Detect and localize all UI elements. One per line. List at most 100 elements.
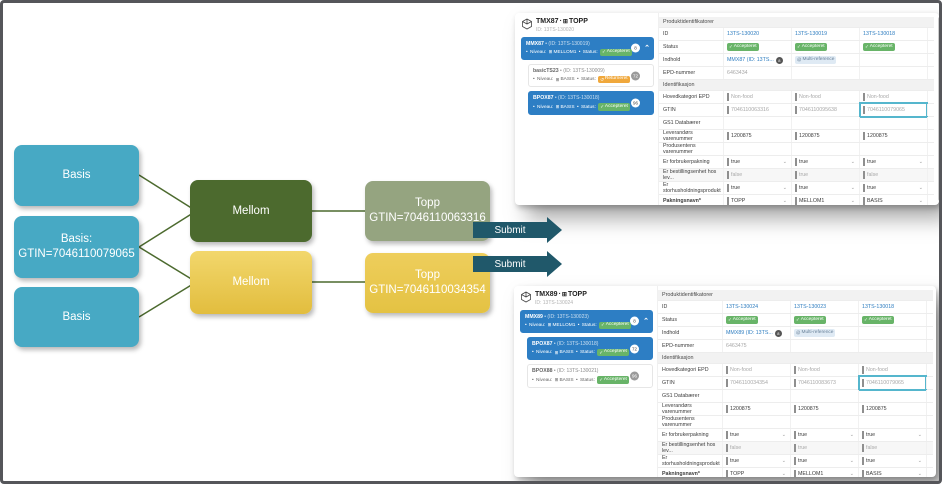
sidebar-item-meta: • Niveau: ⊞BASIS • Status: ↺Returneret — [533, 75, 633, 84]
value-input[interactable]: 7046110083673 — [794, 379, 855, 387]
value-select[interactable]: true⌄ — [795, 158, 856, 166]
table-cell: 1200875 — [858, 403, 926, 415]
value-input[interactable]: 7046110095638 — [795, 106, 856, 114]
chevron-up-icon[interactable]: ⌃ — [643, 318, 649, 326]
value-select[interactable]: true⌄ — [794, 457, 855, 465]
value-input[interactable]: false — [863, 171, 924, 179]
value-select[interactable]: true⌄ — [863, 184, 924, 192]
table-cell: true⌄ — [723, 182, 791, 194]
check-icon: ✓ — [599, 349, 603, 355]
value-select[interactable]: BASIS⌄ — [862, 470, 923, 477]
value-input[interactable]: 7046110079065 — [858, 375, 927, 391]
row-label: Indhold — [663, 57, 681, 63]
value-input[interactable]: 1200875 — [795, 132, 856, 140]
check-icon: ✓ — [599, 377, 603, 383]
row-label: Leverandørs varenummer — [662, 403, 692, 415]
product-title-row: TMX89·⊞TOPP — [535, 291, 587, 298]
bullet: • — [575, 377, 579, 383]
sidebar-items: MMX89 • (ID: 13TS-130023)• Niveau: ⊞MELL… — [520, 309, 653, 388]
caret-down-icon: ⌄ — [849, 471, 854, 477]
sidebar-item[interactable]: basicTS23 • (ID: 13TS-130009)• Niveau: ⊞… — [528, 63, 654, 88]
value-input[interactable]: 1200875 — [726, 405, 787, 413]
box-gtin: GTIN=7046110034354 — [369, 284, 486, 296]
value-select[interactable]: true⌄ — [726, 431, 787, 439]
id-link[interactable]: 13TS-130018 — [863, 31, 896, 37]
value-text: 7046110079065 — [867, 107, 905, 113]
table-cell — [859, 54, 927, 66]
sidebar-item-name: MMX89 — [525, 313, 543, 320]
row-label: Produsentens varenummer — [663, 143, 696, 155]
value-input[interactable]: false — [727, 171, 788, 179]
table-cell: Non-food — [858, 364, 926, 376]
id-link[interactable]: 13TS-130019 — [795, 31, 828, 37]
value-input[interactable]: 7046110079065 — [859, 102, 928, 118]
value-input[interactable]: 7046110034354 — [726, 379, 787, 387]
value-input[interactable]: Non-food — [863, 93, 924, 101]
value-select[interactable]: MELLOM1⌄ — [794, 470, 855, 477]
value-select[interactable]: true⌄ — [862, 457, 923, 465]
content-link[interactable]: MMX87 (ID: 13TS... — [727, 57, 774, 63]
value-input[interactable]: 1200875 — [794, 405, 855, 413]
value-input[interactable]: true — [794, 444, 855, 452]
status-label: Status: — [579, 377, 597, 383]
value-input[interactable]: Non-food — [794, 366, 855, 374]
value-input[interactable]: Non-food — [727, 93, 788, 101]
id-link[interactable]: 13TS-130018 — [862, 304, 895, 310]
sidebar-item[interactable]: BPOX87 • (ID: 13TS-130018)• Niveau: ⊞BAS… — [527, 336, 653, 361]
sidebar-item-name: BPOX88 — [532, 368, 553, 375]
id-link[interactable]: 13TS-130024 — [726, 304, 759, 310]
check-icon: ✓ — [865, 44, 869, 50]
value-input[interactable]: Non-food — [862, 366, 923, 374]
status-text: Accepteret — [604, 103, 628, 109]
value-select[interactable]: MELLOM1⌄ — [795, 197, 856, 205]
sidebar-item[interactable]: BPOX87 • (ID: 13TS-130018)• Niveau: ⊞BAS… — [528, 91, 654, 115]
box-label: Basis — [62, 169, 91, 182]
table-cell: true⌄ — [791, 182, 859, 194]
table-cell: true — [790, 442, 858, 454]
value-select[interactable]: BASIS⌄ — [863, 197, 924, 205]
value-input[interactable]: 1200875 — [862, 405, 923, 413]
basis-box-3: Basis — [14, 287, 139, 347]
value-input[interactable]: 1200875 — [727, 132, 788, 140]
sidebar-item[interactable]: BPOX88 • (ID: 13TS-130021)• Niveau: ⊞BAS… — [527, 364, 653, 388]
table-cell-extra — [926, 403, 933, 415]
chevron-up-icon[interactable]: ⌃ — [644, 45, 650, 53]
row-label: GS1 Databærer — [663, 120, 701, 126]
value-select[interactable]: TOPP⌄ — [727, 197, 788, 205]
id-link[interactable]: 13TS-130020 — [727, 31, 760, 37]
value-input[interactable]: 1200875 — [863, 132, 924, 140]
value-select[interactable]: true⌄ — [727, 184, 788, 192]
value-select[interactable]: true⌄ — [863, 158, 924, 166]
sidebar-item[interactable]: MMX89 • (ID: 13TS-130023)• Niveau: ⊞MELL… — [520, 309, 653, 333]
value-select[interactable]: true⌄ — [726, 457, 787, 465]
value-select[interactable]: true⌄ — [727, 158, 788, 166]
value-input[interactable]: Non-food — [795, 93, 856, 101]
status-text: Accepteret — [801, 43, 825, 49]
value-select[interactable]: TOPP⌄ — [726, 470, 787, 477]
id-link[interactable]: 13TS-130023 — [794, 304, 827, 310]
value-input[interactable]: true — [795, 171, 856, 179]
vertical-scrollbar[interactable] — [938, 17, 939, 201]
count-badge: 8 — [631, 43, 640, 53]
table-cell: 13TS-130024 — [722, 301, 790, 313]
value-text: 1200875 — [799, 133, 820, 139]
table-cell: Non-food — [791, 91, 859, 103]
table-cell: ✓Accepteret — [791, 41, 859, 53]
value-select[interactable]: true⌄ — [794, 431, 855, 439]
status-chip: ✓Accepteret — [863, 43, 895, 51]
value-select[interactable]: true⌄ — [862, 431, 923, 439]
sidebar-item[interactable]: MMX87 • (ID: 13TS-130019)• Niveau: ⊞MELL… — [521, 36, 654, 60]
value-input[interactable]: false — [726, 444, 787, 452]
product-id: ID: 13TS-130024 — [535, 299, 574, 306]
value-input[interactable]: Non-food — [726, 366, 787, 374]
status-text: Accepteret — [603, 349, 627, 355]
value-input[interactable]: false — [862, 444, 923, 452]
content-link[interactable]: MMX89 (ID: 13TS... — [726, 330, 773, 336]
arrow-head-icon — [547, 251, 562, 277]
value-text: Non-food — [798, 367, 820, 373]
value-select[interactable]: true⌄ — [795, 184, 856, 192]
value-input[interactable]: 7046110063316 — [727, 106, 788, 114]
table-cell-extra — [927, 143, 934, 155]
